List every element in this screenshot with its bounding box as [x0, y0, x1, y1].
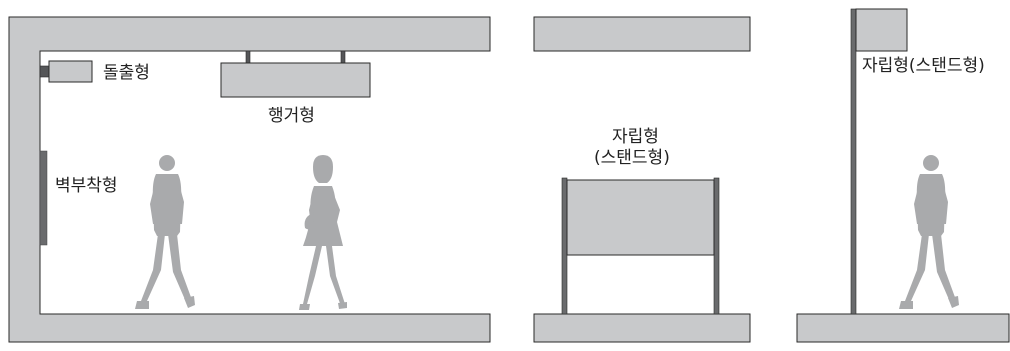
pedestrian-man-figure [135, 155, 195, 309]
stand-sign-left-leg [561, 177, 568, 315]
stand-sign-board [566, 179, 715, 256]
panel3-floor [796, 313, 1010, 343]
stand-sign-right-leg [713, 177, 720, 315]
hanger-rods [245, 50, 346, 65]
wall-mounted-sign [39, 150, 48, 246]
room-structure [8, 16, 491, 343]
label-wall-mounted: 벽부착형 [55, 176, 118, 196]
pole-sign-pole [850, 8, 857, 315]
panel2-ceiling [533, 16, 751, 52]
pole-sign-board [855, 8, 908, 52]
label-protruding: 돌출형 [103, 63, 150, 83]
label-hanging: 행거형 [268, 106, 315, 126]
room-wall-ceiling [8, 16, 491, 343]
protruding-sign [48, 60, 93, 83]
protruding-sign-mount [39, 65, 50, 78]
label-standing-line2: (스탠드형) [594, 148, 670, 168]
pedestrian-woman-figure [299, 155, 347, 310]
panel2-floor [533, 313, 751, 343]
pedestrian-man-figure-right [899, 155, 959, 309]
label-standing-line1: 자립형 [612, 127, 659, 147]
label-standing-pole: 자립형(스탠드형) [862, 56, 985, 76]
hanging-sign [220, 62, 371, 98]
